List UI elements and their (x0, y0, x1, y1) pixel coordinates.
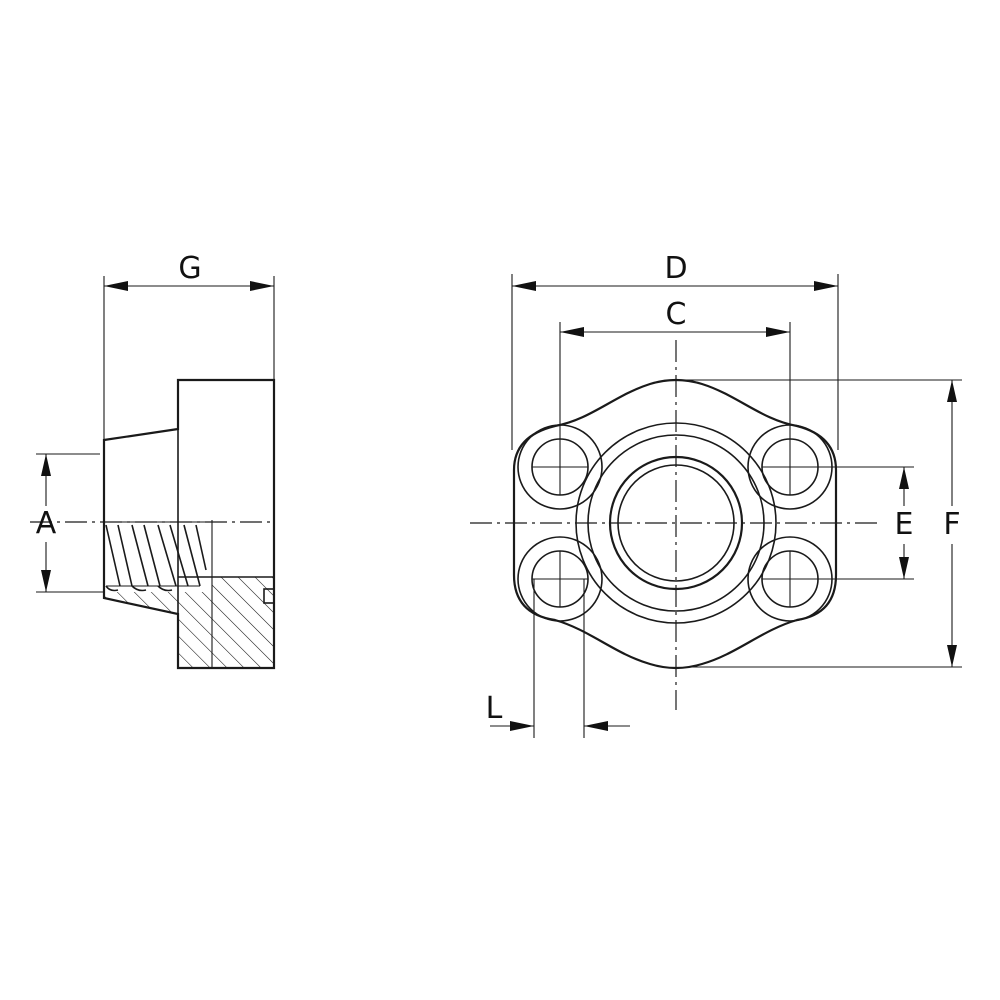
dimension-a: A (36, 453, 104, 593)
label-f: F (943, 507, 960, 542)
label-a: A (36, 506, 57, 541)
label-d: D (664, 251, 687, 286)
dimension-d: D (511, 251, 839, 450)
dimension-c: C (559, 297, 791, 439)
label-l: L (486, 691, 503, 726)
dimension-l: L (486, 579, 630, 738)
dimension-g: G (103, 251, 275, 440)
label-e: E (895, 507, 914, 542)
seal-groove (263, 588, 275, 604)
label-g: G (178, 251, 201, 286)
front-view: D C E F (470, 251, 962, 738)
dimension-f: F (686, 379, 962, 668)
section-hatch-area (104, 577, 274, 668)
bolt-hole-bottom-left (517, 536, 603, 622)
side-section-view: G A (30, 251, 276, 670)
label-c: C (666, 297, 687, 332)
dimension-e: E (790, 466, 914, 580)
thread-profile (105, 521, 212, 592)
